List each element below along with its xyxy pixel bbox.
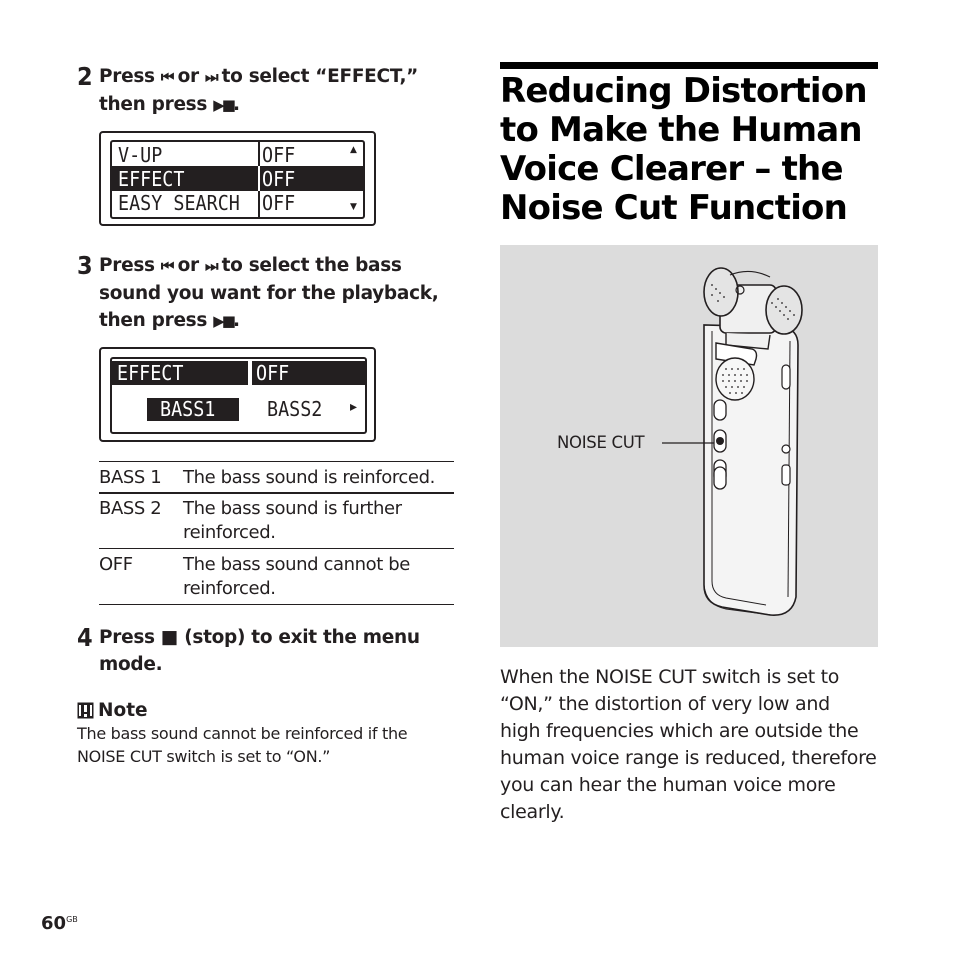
step-4-text: Press ■ (stop) to exit the menu mode. <box>99 624 420 678</box>
step-4-text-c: mode. <box>99 654 163 675</box>
lcd-menu-display: V-UP OFF EFFECT OFF EASY SEARCH OFF ▲ ▼ <box>99 131 376 226</box>
note-line-1: The bass sound cannot be reinforced if t… <box>77 724 408 743</box>
page-number-value: 60 <box>41 913 67 934</box>
table-row-2-desc-2: reinforced. <box>183 522 276 543</box>
table-row-3-setting: OFF <box>99 554 133 575</box>
lcd-row-vup-label: V-UP <box>118 143 163 167</box>
next-track-icon: ⏭ <box>204 68 218 86</box>
table-row-3-desc: The bass sound cannot be reinforced. <box>183 553 410 601</box>
noise-cut-callout-label: NOISE CUT <box>557 433 645 452</box>
table-row-3-desc-1: The bass sound cannot be <box>183 554 410 575</box>
table-bottom-rule <box>99 604 454 605</box>
body-line-3: high frequencies which are outside the <box>500 720 859 742</box>
lcd-option-selected-bg <box>147 398 239 421</box>
lcd-row-vup-value: OFF <box>262 143 296 167</box>
body-line-5: you can hear the human voice more <box>500 774 836 796</box>
stop-icon: ■ <box>160 627 179 648</box>
heading-line-2: to Make the Human <box>500 110 863 150</box>
lcd-effect-label: EFFECT <box>117 361 184 385</box>
step-2-number: 2 <box>77 62 93 91</box>
table-row-2-desc-1: The bass sound is further <box>183 498 402 519</box>
table-row-3-desc-2: reinforced. <box>183 578 276 599</box>
heading-line-3: Voice Clearer – the <box>500 149 844 189</box>
play-stop-icon: ▶■ <box>213 312 236 330</box>
lcd-effect-screen: EFFECT OFF BASS1 BASS2 ▸ <box>110 357 367 434</box>
step-3-or: or <box>171 255 205 276</box>
lcd-row-effect-value: OFF <box>262 167 296 191</box>
step-4-number: 4 <box>77 623 93 652</box>
note-title: Note <box>98 700 148 721</box>
lcd-effect-label-bg <box>112 361 248 385</box>
lcd-option-bass2: BASS2 <box>267 397 323 421</box>
body-line-2: “ON,” the distortion of very low and <box>500 693 830 715</box>
step-3-text-b: to select the bass <box>215 255 402 276</box>
step-2-or: or <box>171 66 205 87</box>
play-stop-icon: ▶■ <box>213 96 236 114</box>
recorder-illustration: NOISE CUT <box>500 245 878 647</box>
heading-line-1: Reducing Distortion <box>500 71 868 111</box>
lcd-row-easysearch-value: OFF <box>262 191 296 215</box>
table-row-1-desc: The bass sound is reinforced. <box>183 467 435 488</box>
lcd-effect-value: OFF <box>256 361 290 385</box>
table-row-rule <box>99 548 454 549</box>
heading-line-4: Noise Cut Function <box>500 188 848 228</box>
voice-recorder-drawing <box>662 267 803 616</box>
note-icon <box>77 702 94 719</box>
step-3-number: 3 <box>77 251 93 280</box>
lcd-menu-screen: V-UP OFF EFFECT OFF EASY SEARCH OFF ▲ ▼ <box>110 140 365 219</box>
previous-track-icon: ⏮ <box>160 257 174 275</box>
page-number-suffix: GB <box>66 915 78 924</box>
page-number: 60GB <box>41 909 78 935</box>
step-4-text-a: Press <box>99 627 161 648</box>
body-line-1: When the NOISE CUT switch is set to <box>500 666 840 688</box>
lcd-option-bass1: BASS1 <box>160 397 216 421</box>
section-heading: Reducing Distortion to Make the Human Vo… <box>500 71 868 228</box>
step-2-text-a: Press <box>99 66 161 87</box>
step-2-text-b: to select “EFFECT,” <box>215 66 419 87</box>
lcd-divider-highlight <box>258 166 260 191</box>
table-row-2-setting: BASS 2 <box>99 498 162 519</box>
step-3-text: Press ⏮ or ⏭ to select the bass sound yo… <box>99 252 439 335</box>
previous-track-icon: ⏮ <box>160 68 174 86</box>
step-3-text-c: sound you want for the playback, <box>99 283 439 304</box>
step-3-text-e: . <box>232 310 240 331</box>
table-top-rule <box>99 461 454 462</box>
step-3-text-d: then press <box>99 310 214 331</box>
lcd-effect-value-bg <box>252 361 365 385</box>
next-track-icon: ⏭ <box>204 257 218 275</box>
body-line-4: human voice range is reduced, therefore <box>500 747 877 769</box>
step-3-text-a: Press <box>99 255 161 276</box>
step-2-text-c: then press <box>99 94 214 115</box>
lcd-effect-display: EFFECT OFF BASS1 BASS2 ▸ <box>99 347 376 442</box>
lcd-selected-row <box>112 166 363 191</box>
table-header-rule <box>99 492 454 494</box>
table-row-1-setting: BASS 1 <box>99 467 162 488</box>
step-4-text-b: (stop) to exit the menu <box>178 627 420 648</box>
note-line-2: NOISE CUT switch is set to “ON.” <box>77 747 331 766</box>
lcd-row-effect-label: EFFECT <box>118 167 185 191</box>
note-body: The bass sound cannot be reinforced if t… <box>77 722 408 768</box>
table-row-2-desc: The bass sound is further reinforced. <box>183 497 402 545</box>
scroll-up-icon: ▲ <box>350 145 357 155</box>
body-paragraph: When the NOISE CUT switch is set to “ON,… <box>500 664 877 826</box>
body-line-6: clearly. <box>500 801 565 823</box>
lcd-row-easysearch-label: EASY SEARCH <box>118 191 240 215</box>
scroll-right-icon: ▸ <box>350 399 358 415</box>
scroll-down-icon: ▼ <box>350 202 357 212</box>
step-2-text: Press ⏮ or ⏭ to select “EFFECT,” then pr… <box>99 63 418 119</box>
step-2-text-d: . <box>232 94 240 115</box>
heading-top-bar <box>500 62 878 69</box>
